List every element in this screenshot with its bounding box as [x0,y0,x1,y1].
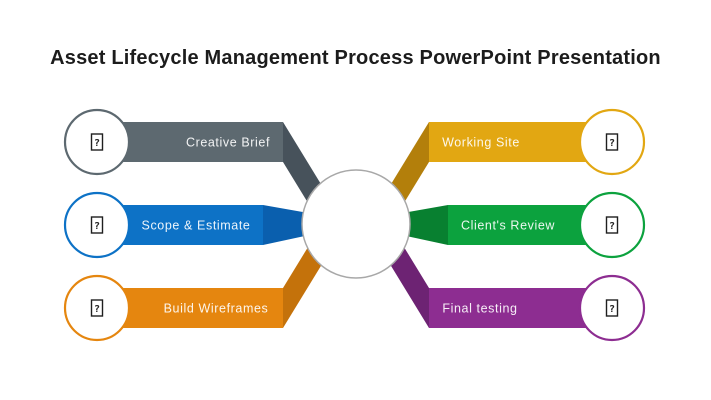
clients-review-label: Client's Review [461,219,555,233]
missing-glyph-icon: ? [90,299,104,317]
missing-glyph-char: ? [94,304,100,315]
missing-glyph-icon: ? [605,299,619,317]
center-hub-circle [301,169,411,279]
final-testing-label: Final testing [442,302,517,316]
page-title: Asset Lifecycle Management Process Power… [50,47,661,69]
missing-glyph-char: ? [609,138,615,149]
missing-glyph-box [90,299,104,317]
missing-glyph-char: ? [609,221,615,232]
missing-glyph-box [90,133,104,151]
missing-glyph-box [605,216,619,234]
missing-glyph-box [605,299,619,317]
creative-brief-label: Creative Brief [186,136,270,150]
missing-glyph-icon: ? [90,216,104,234]
missing-glyph-icon: ? [605,216,619,234]
missing-glyph-box [90,216,104,234]
missing-glyph-char: ? [94,138,100,149]
missing-glyph-icon: ? [605,133,619,151]
missing-glyph-char: ? [609,304,615,315]
build-wireframes-label: Build Wireframes [164,302,269,316]
missing-glyph-icon: ? [90,133,104,151]
working-site-label: Working Site [442,136,520,150]
scope-estimate-label: Scope & Estimate [142,219,251,233]
scope-estimate-connector [263,205,314,245]
missing-glyph-char: ? [94,221,100,232]
missing-glyph-box [605,133,619,151]
